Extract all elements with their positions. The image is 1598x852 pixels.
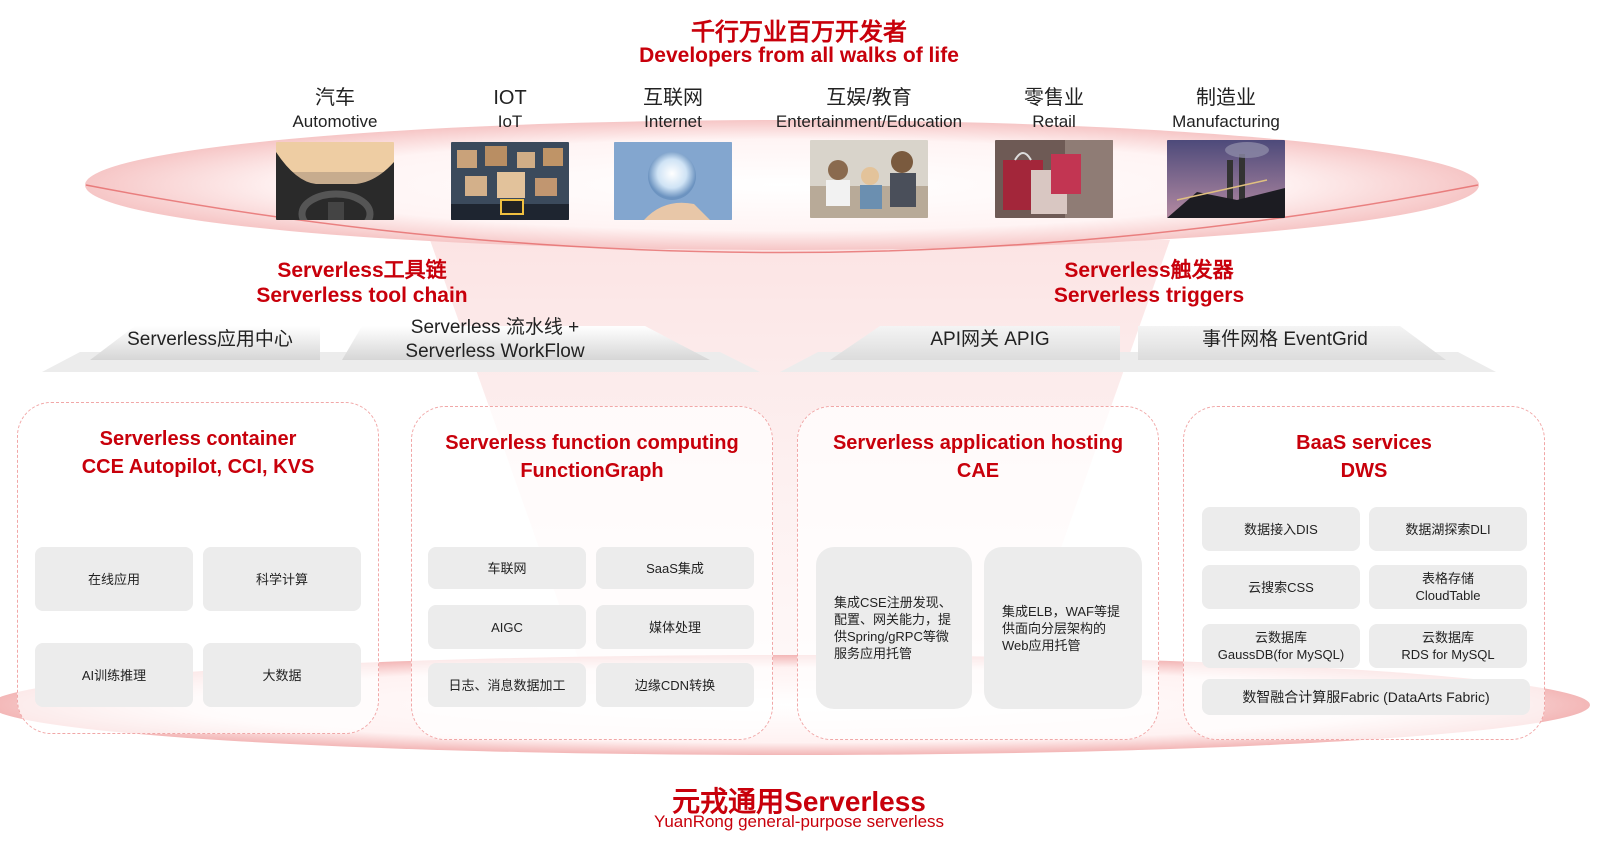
- tile-dis: 数据接入DIS: [1202, 507, 1360, 551]
- tile-aigc: AIGC: [428, 605, 586, 649]
- industry-label-zh: 零售业: [1024, 87, 1084, 109]
- group-serverless-container: Serverless container CCE Autopilot, CCI,…: [17, 402, 379, 734]
- platform-bars: [42, 326, 1496, 372]
- group-title: Serverless function computing FunctionGr…: [412, 429, 772, 485]
- industry-label-zh: 制造业: [1196, 87, 1256, 109]
- group-title-line2: DWS: [1340, 460, 1388, 482]
- group-title-line1: Serverless function computing: [445, 432, 739, 454]
- toolchain-item-workflow: Serverless WorkFlow: [405, 341, 585, 362]
- trigger-item-eventgrid: 事件网格 EventGrid: [1202, 329, 1368, 350]
- industry-manufacturing: 制造业 Manufacturing: [1116, 86, 1336, 218]
- triggers-tile-apig: [830, 326, 1120, 360]
- group-title-line2: CCE Autopilot, CCI, KVS: [81, 456, 315, 478]
- tile-gaussdb: 云数据库 GaussDB(for MySQL): [1202, 624, 1360, 668]
- industry-internet: 互联网 Internet: [563, 86, 783, 220]
- group-title-line2: CAE: [956, 460, 1000, 482]
- industry-label-zh: 汽车: [315, 87, 355, 109]
- industry-label-en: Manufacturing: [1172, 112, 1280, 131]
- group-title-line1: Serverless container: [99, 428, 297, 450]
- toolchain-tile-app-center: [90, 326, 320, 360]
- group-title: BaaS services DWS: [1184, 429, 1544, 485]
- trigger-item-apig: API网关 APIG: [930, 329, 1050, 350]
- group-serverless-app-hosting: Serverless application hosting CAE 集成CSE…: [797, 406, 1159, 740]
- industry-iot: IOT IoT: [400, 86, 620, 220]
- industry-label-en: Internet: [644, 112, 702, 131]
- tile-line2: RDS for MySQL: [1401, 647, 1495, 662]
- tile-line1: 云数据库: [1254, 630, 1307, 645]
- bottom-title: 元戎通用Serverless: [672, 786, 926, 817]
- retail-photo: [995, 140, 1113, 218]
- industry-label-zh: IOT: [493, 87, 527, 109]
- manufacturing-photo: [1167, 140, 1285, 218]
- industry-label-en: IoT: [497, 112, 523, 131]
- top-title: 千行万业百万开发者: [691, 19, 907, 46]
- triggers-header: Serverless触发器 Serverless triggers: [929, 258, 1369, 308]
- tile-elb-waf-web-hosting: 集成ELB，WAF等提供面向分层架构的Web应用托管: [984, 547, 1142, 709]
- toolchain-item-pipeline: Serverless 流水线 +: [410, 317, 580, 338]
- triggers-tile-eventgrid: [1138, 326, 1446, 360]
- industry-automotive: 汽车 Automotive: [225, 86, 445, 220]
- toolchain-tile-workflow: [342, 326, 710, 360]
- internet-photo: [614, 142, 732, 220]
- tile-css: 云搜索CSS: [1202, 565, 1360, 609]
- toolchain-header: Serverless工具链 Serverless tool chain: [142, 258, 582, 308]
- tile-saas-integration: SaaS集成: [596, 547, 754, 589]
- group-baas-services: BaaS services DWS 数据接入DIS 数据湖探索DLI 云搜索CS…: [1183, 406, 1545, 740]
- tile-ai-training-inference: AI训练推理: [35, 643, 193, 707]
- industry-label-en: Entertainment/Education: [775, 112, 963, 131]
- iot-photo: [451, 142, 569, 220]
- tile-online-app: 在线应用: [35, 547, 193, 611]
- industry-label-zh: 互娱/教育: [826, 87, 912, 109]
- tile-line2: CloudTable: [1415, 588, 1481, 603]
- education-photo: [810, 140, 928, 218]
- toolchain-item-app-center: Serverless应用中心: [127, 329, 293, 350]
- tile-scientific-computing: 科学计算: [203, 547, 361, 611]
- tile-line1: 表格存储: [1421, 571, 1474, 586]
- industry-retail: 零售业 Retail: [944, 86, 1164, 218]
- triggers-title-zh: Serverless触发器: [1064, 259, 1234, 282]
- industry-entertainment-education: 互娱/教育 Entertainment/Education: [759, 86, 979, 218]
- automotive-photo: [276, 142, 394, 220]
- top-subtitle: Developers from all walks of life: [639, 44, 959, 67]
- tile-cloudtable: 表格存储 CloudTable: [1369, 565, 1527, 609]
- tile-connected-vehicles: 车联网: [428, 547, 586, 589]
- group-title: Serverless application hosting CAE: [798, 429, 1158, 485]
- toolchain-title-en: Serverless tool chain: [256, 284, 468, 307]
- tile-dataarts-fabric: 数智融合计算服Fabric (DataArts Fabric): [1202, 679, 1530, 715]
- tile-line2: GaussDB(for MySQL): [1217, 647, 1345, 662]
- tile-log-message-processing: 日志、消息数据加工: [428, 663, 586, 707]
- industry-label-zh: 互联网: [643, 87, 703, 109]
- industry-label-en: Retail: [1032, 112, 1076, 131]
- tile-big-data: 大数据: [203, 643, 361, 707]
- tile-edge-cdn-conversion: 边缘CDN转换: [596, 663, 754, 707]
- group-title-line1: BaaS services: [1296, 432, 1432, 454]
- tile-dli: 数据湖探索DLI: [1369, 507, 1527, 551]
- tile-cse-microservice-hosting: 集成CSE注册发现、配置、网关能力，提供Spring/gRPC等微服务应用托管: [816, 547, 972, 709]
- industry-label-en: Automotive: [292, 112, 378, 131]
- group-title-line1: Serverless application hosting: [832, 432, 1124, 454]
- group-title: Serverless container CCE Autopilot, CCI,…: [18, 425, 378, 481]
- toolchain-title-zh: Serverless工具链: [277, 259, 447, 282]
- tile-media-processing: 媒体处理: [596, 605, 754, 649]
- triggers-title-en: Serverless triggers: [1053, 284, 1245, 307]
- tile-line1: 云数据库: [1421, 630, 1474, 645]
- bottom-subtitle: YuanRong general-purpose serverless: [653, 812, 945, 831]
- group-title-line2: FunctionGraph: [520, 460, 664, 482]
- group-serverless-function: Serverless function computing FunctionGr…: [411, 406, 773, 740]
- tile-rds-mysql: 云数据库 RDS for MySQL: [1369, 624, 1527, 668]
